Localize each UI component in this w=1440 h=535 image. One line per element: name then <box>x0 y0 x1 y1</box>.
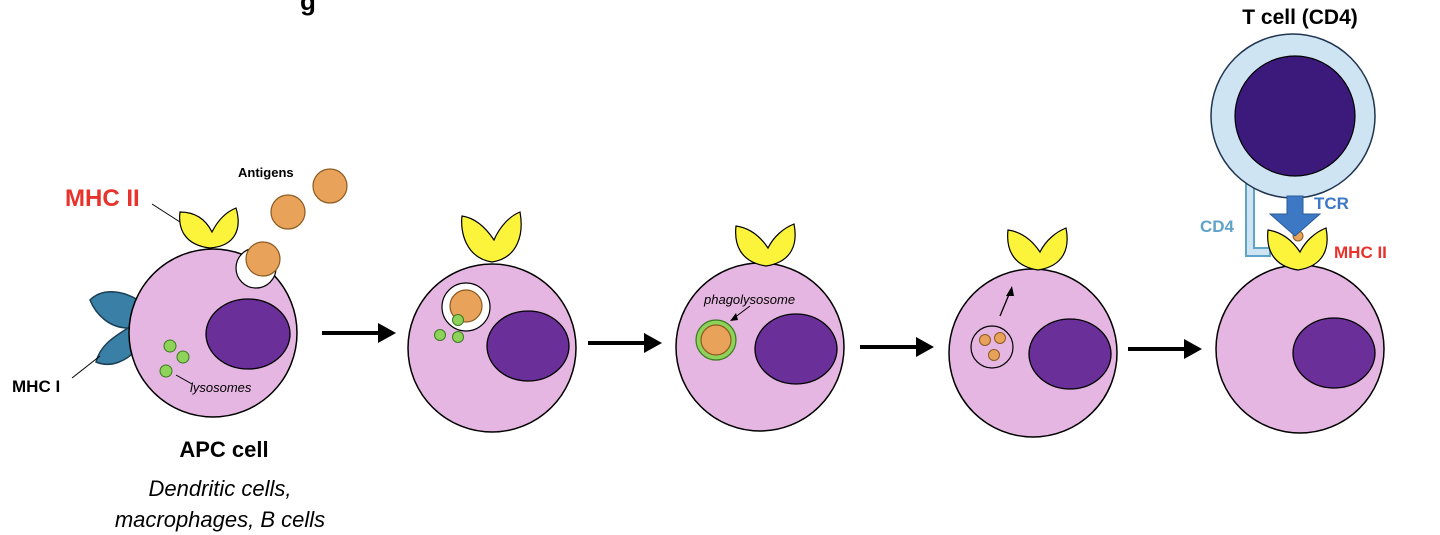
apc-cell-stage-3: phagolysosome <box>675 223 845 432</box>
peptide-fragment <box>979 334 991 346</box>
apc-subtitle-line2: macrophages, B cells <box>115 507 325 532</box>
mhc1-pointer <box>71 355 101 379</box>
mhc2-label-left: MHC II <box>65 185 140 212</box>
apc-subtitle-line1: Dendritic cells, <box>148 476 291 501</box>
nucleus <box>1292 317 1376 389</box>
lysosome-pointer <box>175 374 193 385</box>
mhc2-receptor <box>179 207 239 249</box>
mhc2-receptor <box>1267 227 1328 271</box>
apc-title: APC cell <box>179 437 268 462</box>
phagolysosome-pointer-head <box>730 313 738 321</box>
lysosome <box>176 350 190 364</box>
nucleus <box>205 298 291 370</box>
transport-arrow-head <box>1006 286 1014 296</box>
peptide-fragment <box>988 349 1000 361</box>
t-cell-title: T cell (CD4) <box>1242 6 1358 29</box>
phagolysosome-label: phagolysosome <box>703 292 795 307</box>
lysosome <box>159 364 173 378</box>
lysosomes-label: lysosomes <box>190 380 252 395</box>
antigen <box>270 194 306 230</box>
mhc1-receptor <box>89 291 141 366</box>
antigen <box>312 168 348 204</box>
apc-cell-stage-1: MHC I lysosomes Antigens MHC II APC cell… <box>12 165 348 532</box>
lysosome <box>434 329 446 341</box>
nucleus <box>1028 318 1112 390</box>
mhc2-receptor <box>1007 227 1068 271</box>
cd4-label: CD4 <box>1200 217 1235 236</box>
tcr-receptor <box>1268 195 1322 237</box>
t-cell-nucleus <box>1234 55 1356 177</box>
process-arrow-3 <box>860 337 934 357</box>
peptide-fragment <box>994 332 1006 344</box>
top-cut-title: g <box>300 0 316 16</box>
antigen <box>245 241 281 277</box>
mhc1-label: MHC I <box>12 377 60 396</box>
phagolysosome-antigen <box>700 324 732 356</box>
peptide-vesicle <box>970 325 1014 369</box>
nucleus <box>486 310 570 382</box>
mhc2-receptor <box>461 211 522 263</box>
lysosome <box>452 314 464 326</box>
mhc2-pointer <box>151 203 181 223</box>
apc-cell-stage-5: CD4 TCR MHC II T cell (CD4) <box>1200 6 1387 434</box>
antigens-label: Antigens <box>238 165 294 180</box>
apc-cell-stage-2 <box>407 211 577 433</box>
nucleus <box>754 313 838 385</box>
mhc2-label-right: MHC II <box>1334 243 1387 262</box>
apc-cell-stage-4 <box>948 227 1118 438</box>
lysosome <box>163 339 177 353</box>
lysosome <box>452 331 464 343</box>
process-arrow-1 <box>322 323 396 343</box>
process-arrow-4 <box>1128 339 1202 359</box>
mhc2-receptor <box>735 223 796 267</box>
tcr-label: TCR <box>1314 194 1349 213</box>
process-arrow-2 <box>588 333 662 353</box>
